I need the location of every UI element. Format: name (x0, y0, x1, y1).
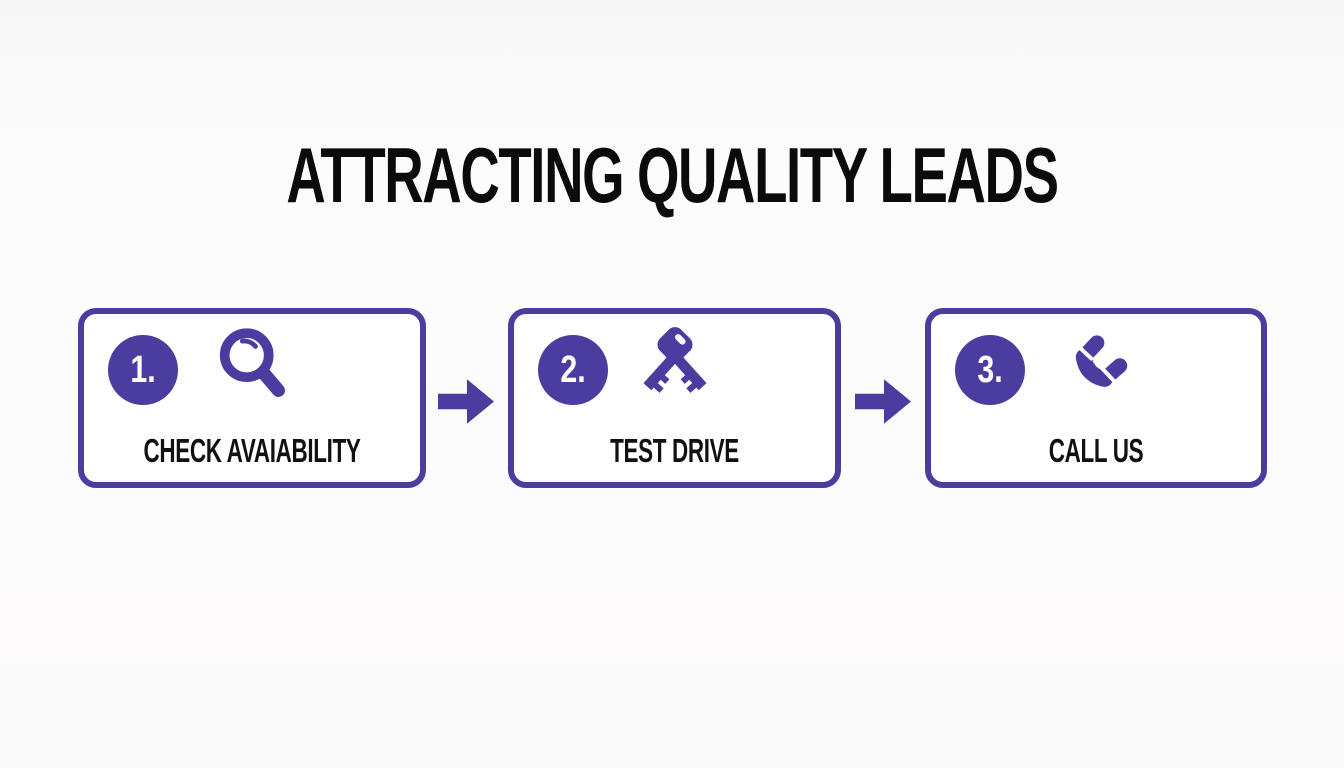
step-card-check-availability: 1. CHECK AVAIABILITY (78, 308, 426, 488)
step-label: CALL US (1048, 432, 1144, 469)
phone-handset-icon (1075, 335, 1128, 387)
step-card-call-us: 3. CALL US (925, 308, 1267, 488)
page-title: ATTRACTING QUALITY LEADS (286, 131, 1059, 219)
search-magnifier-icon (219, 328, 285, 397)
step-number-badge: 2. (538, 335, 608, 405)
step-number: 2. (560, 349, 586, 391)
right-arrow-icon (855, 379, 911, 424)
step-number-badge: 3. (955, 335, 1025, 405)
step-card-test-drive: 2. TEST DRIVE (508, 308, 841, 488)
step-number-badge: 1. (108, 335, 178, 405)
step-label: TEST DRIVE (610, 432, 739, 469)
step-number: 3. (977, 349, 1003, 391)
right-arrow-icon (438, 379, 494, 424)
car-keys-icon (642, 327, 707, 393)
step-label: CHECK AVAIABILITY (143, 432, 361, 469)
step-number: 1. (130, 349, 156, 391)
